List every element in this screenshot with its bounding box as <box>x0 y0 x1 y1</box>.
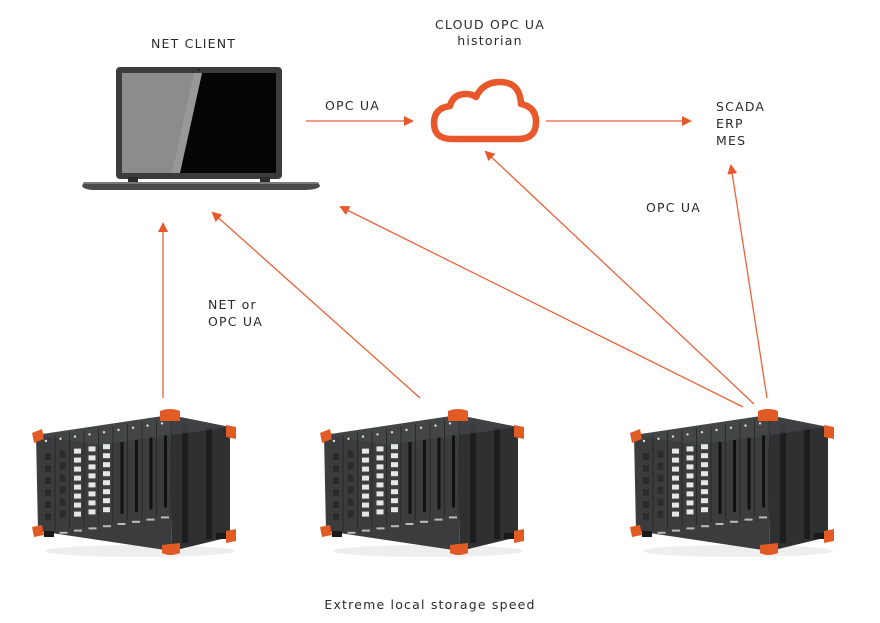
cloud-label-line2: historian <box>457 33 523 48</box>
arrow-center-device-to-client <box>211 211 421 399</box>
arrow-right-device-to-client <box>339 206 744 408</box>
arrow-right-device-to-cloud <box>484 150 755 405</box>
edge-label-device-enterprise: OPC UA <box>646 200 701 215</box>
net-client-label: NET CLIENT <box>151 36 237 51</box>
enterprise-label-mes: MES <box>716 133 747 148</box>
laptop-icon <box>82 67 320 190</box>
daq-center-device-icon <box>320 409 524 557</box>
daq-left-device-icon <box>32 409 236 557</box>
caption: Extreme local storage speed <box>324 597 536 612</box>
edge-label-device-client-line1: NET or <box>208 297 257 312</box>
cloud-icon <box>430 78 540 143</box>
edge-label-device-client-line2: OPC UA <box>208 314 263 329</box>
daq-right-device-icon <box>630 409 834 557</box>
enterprise-label-erp: ERP <box>716 116 744 131</box>
edge-label-client-cloud: OPC UA <box>325 98 380 113</box>
cloud-label-line1: CLOUD OPC UA <box>434 17 545 32</box>
enterprise-label-scada: SCADA <box>716 99 766 114</box>
arrow-right-device-to-enterprise <box>727 164 768 399</box>
